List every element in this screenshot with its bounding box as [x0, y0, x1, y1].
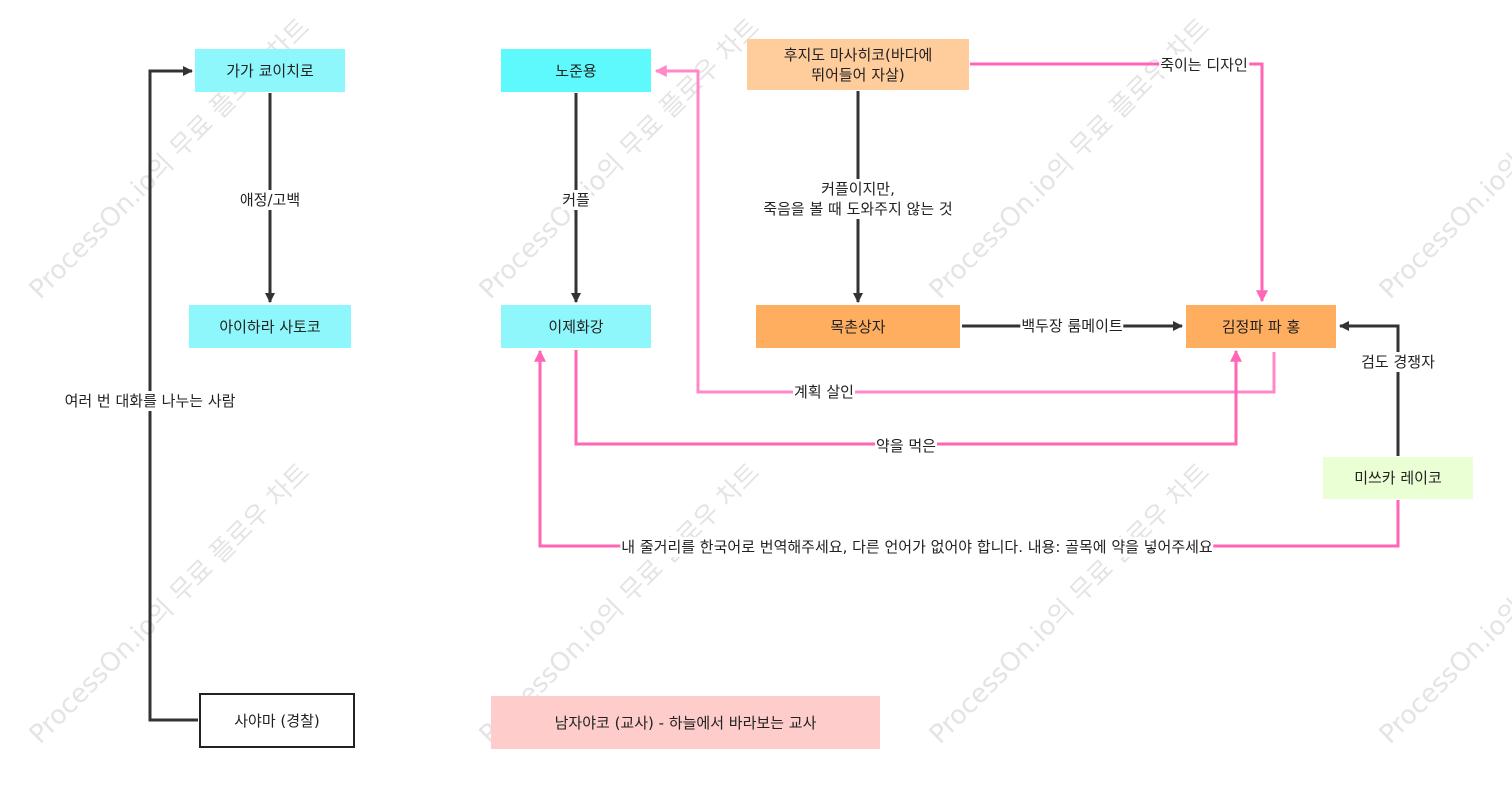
node-sayama[interactable]: 사야마 (경찰): [199, 693, 355, 748]
node-mokchon[interactable]: 목촌상자: [756, 305, 960, 348]
edge-label-killing-design: 죽이는 디자인: [1159, 55, 1249, 75]
edge-label-planned-murder: 계획 살인: [793, 382, 855, 402]
node-ijehwagang-label: 이제화강: [548, 317, 604, 336]
edge-misseuka-to-kimjeongpa: [1339, 321, 1400, 456]
node-sayama-label: 사야마 (경찰): [234, 711, 320, 730]
edge-kimjeongpa-to-nojunyong: [654, 65, 1276, 394]
node-fujido-label: 후지도 마사히코(바다에 뛰어들어 자살): [783, 45, 933, 84]
edge-label-couple-no-help: 커플이지만, 죽음을 볼 때 도와주지 않는 것: [762, 179, 954, 219]
node-aihara[interactable]: 아이하라 사토코: [189, 305, 351, 348]
node-nojunyong-label: 노준용: [555, 61, 597, 80]
edge-misseuka-to-ijehwagang: [534, 349, 1400, 548]
edge-label-kendo-rival: 검도 경쟁자: [1360, 352, 1436, 372]
edge-fujido-to-kimjeongpa: [970, 62, 1268, 303]
node-nojunyong[interactable]: 노준용: [501, 49, 651, 92]
node-mokchon-label: 목촌상자: [830, 317, 886, 336]
edge-label-translate-note: 내 줄거리를 한국어로 번역해주세요, 다른 언어가 없어야 합니다. 내용: …: [620, 537, 1214, 557]
edge-label-took-drug: 약을 먹은: [875, 436, 937, 456]
node-namjayako-label: 남자야코 (교사) - 하늘에서 바라보는 교사: [554, 713, 817, 732]
node-namjayako[interactable]: 남자야코 (교사) - 하늘에서 바라보는 교사: [491, 696, 880, 749]
node-kimjeongpa[interactable]: 김정파 파 홍: [1186, 305, 1336, 348]
node-misseuka[interactable]: 미쓰카 레이코: [1323, 457, 1473, 499]
edge-label-affection: 애정/고백: [238, 190, 302, 210]
node-gaga[interactable]: 가가 쿄이치로: [195, 49, 345, 92]
node-fujido[interactable]: 후지도 마사히코(바다에 뛰어들어 자살): [747, 39, 969, 90]
node-aihara-label: 아이하라 사토코: [219, 317, 321, 336]
edge-label-roommate: 백두장 룸메이트: [1020, 316, 1124, 336]
node-gaga-label: 가가 쿄이치로: [226, 61, 314, 80]
edge-ijehwagang-to-kimjeongpa: [574, 349, 1242, 446]
node-misseuka-label: 미쓰카 레이코: [1354, 469, 1442, 487]
edge-label-couple: 커플: [561, 190, 591, 210]
node-ijehwagang[interactable]: 이제화강: [501, 305, 651, 348]
edge-label-conversation: 여러 번 대화를 나누는 사람: [63, 391, 237, 411]
node-kimjeongpa-label: 김정파 파 홍: [1221, 317, 1301, 336]
